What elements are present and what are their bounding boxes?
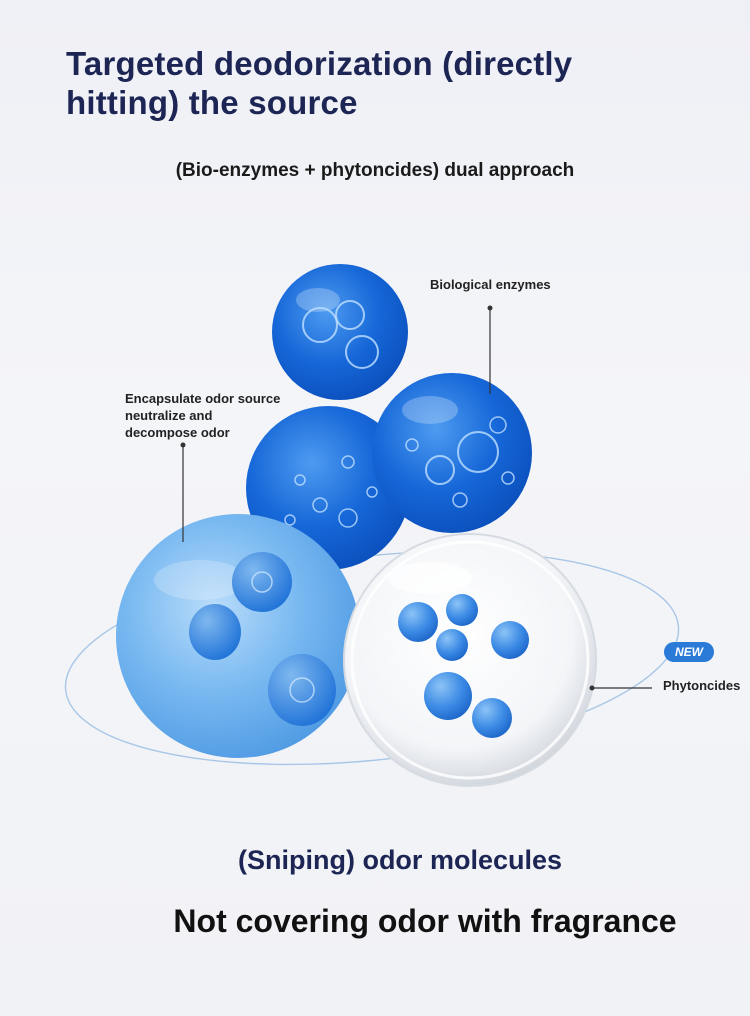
tagline-sniping: (Sniping) odor molecules xyxy=(237,845,562,875)
phytoncide-bubble xyxy=(343,533,597,787)
page-title: Targeted deodorization (directly hitting… xyxy=(66,45,573,121)
enzyme-bubble-right xyxy=(372,373,532,533)
subtitle: (Bio-enzymes + phytoncides) dual approac… xyxy=(175,160,575,181)
leader-dot-encap xyxy=(180,442,186,448)
label-phytoncides: Phytoncides xyxy=(663,678,741,693)
new-badge: NEW xyxy=(664,642,714,662)
enzyme-diagram xyxy=(64,264,680,787)
encapsulation-bubble xyxy=(116,514,360,758)
leader-dot-bio xyxy=(487,305,493,311)
enzyme-bubble-top xyxy=(272,264,408,400)
tagline-not-covering: Not covering odor with fragrance xyxy=(173,903,677,939)
label-encapsulate-odor: Encapsulate odor source neutralize and d… xyxy=(125,391,281,440)
label-biological-enzymes: Biological enzymes xyxy=(430,277,551,292)
leader-dot-phyto xyxy=(589,685,595,691)
